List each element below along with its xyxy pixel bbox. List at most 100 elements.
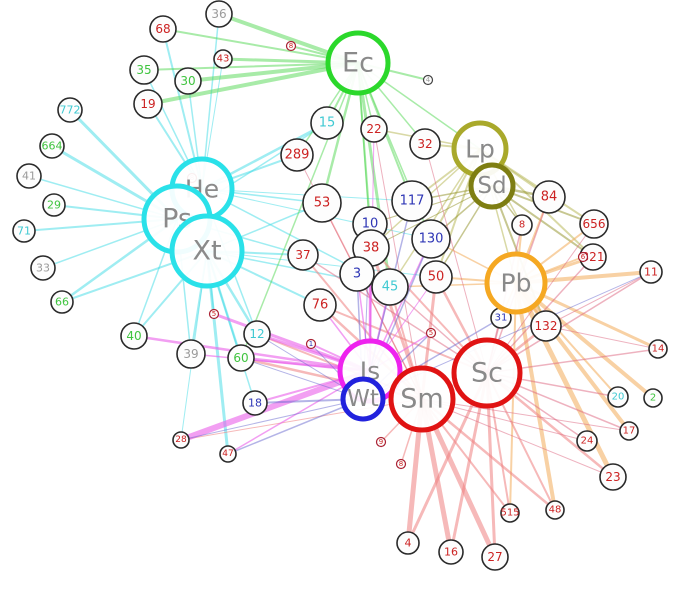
node-37[interactable]: 37	[287, 239, 319, 271]
node-t4a[interactable]: 4	[422, 74, 434, 86]
node-Ec[interactable]: Ec	[325, 30, 391, 96]
node-circle-35[interactable]	[129, 55, 159, 85]
node-33[interactable]: 33	[30, 255, 56, 281]
node-27[interactable]: 27	[481, 543, 509, 571]
node-circle-Xt[interactable]	[169, 213, 245, 289]
node-circle-Sm[interactable]	[388, 365, 456, 433]
node-47[interactable]: 47	[219, 445, 237, 463]
node-circle-23[interactable]	[599, 463, 627, 491]
node-29[interactable]: 29	[42, 193, 66, 217]
node-circle-515[interactable]	[500, 503, 520, 523]
node-circle-22[interactable]	[360, 115, 388, 143]
node-circle-t4a[interactable]	[422, 74, 434, 86]
node-circle-28[interactable]	[172, 431, 190, 449]
node-circle-12[interactable]	[243, 320, 271, 348]
node-t8a[interactable]: 8	[285, 40, 297, 52]
node-circle-t5a[interactable]	[208, 308, 220, 320]
node-circle-656[interactable]	[579, 209, 609, 239]
node-circle-53[interactable]	[302, 183, 342, 223]
node-circle-37[interactable]	[287, 239, 319, 271]
node-circle-132[interactable]	[530, 310, 562, 342]
node-656[interactable]: 656	[579, 209, 609, 239]
node-circle-11[interactable]	[639, 260, 663, 284]
node-circle-4[interactable]	[396, 531, 420, 555]
node-66[interactable]: 66	[50, 290, 74, 314]
node-664[interactable]: 664	[39, 133, 65, 159]
node-772[interactable]: 772	[57, 97, 83, 123]
node-23[interactable]: 23	[599, 463, 627, 491]
node-53[interactable]: 53	[302, 183, 342, 223]
node-32[interactable]: 32	[409, 128, 441, 160]
node-circle-30[interactable]	[174, 67, 202, 95]
node-circle-84[interactable]	[532, 180, 566, 214]
node-circle-33[interactable]	[30, 255, 56, 281]
node-circle-3[interactable]	[339, 256, 375, 292]
node-circle-29[interactable]	[42, 193, 66, 217]
node-circle-41[interactable]	[16, 163, 42, 189]
node-circle-18[interactable]	[242, 390, 268, 416]
node-circle-t9a[interactable]	[375, 436, 387, 448]
node-circle-39[interactable]	[176, 339, 206, 369]
node-71[interactable]: 71	[12, 219, 36, 243]
node-t1a[interactable]: 1	[305, 338, 317, 350]
node-circle-43[interactable]	[213, 49, 233, 69]
node-35[interactable]: 35	[129, 55, 159, 85]
node-t9a[interactable]: 9	[375, 436, 387, 448]
node-11[interactable]: 11	[639, 260, 663, 284]
node-t5b[interactable]: 5	[425, 327, 437, 339]
node-circle-Sd[interactable]	[468, 162, 516, 210]
node-circle-Wt[interactable]	[340, 376, 386, 422]
node-circle-32[interactable]	[409, 128, 441, 160]
node-circle-Sc[interactable]	[451, 337, 523, 409]
node-circle-664[interactable]	[39, 133, 65, 159]
node-40[interactable]: 40	[120, 322, 148, 350]
node-20[interactable]: 20	[607, 386, 629, 408]
node-circle-117[interactable]	[391, 180, 433, 222]
node-Sd[interactable]: Sd	[468, 162, 516, 210]
node-15[interactable]: 15	[310, 106, 344, 140]
node-4[interactable]: 4	[396, 531, 420, 555]
node-circle-t5b[interactable]	[425, 327, 437, 339]
node-50[interactable]: 50	[419, 260, 453, 294]
node-43[interactable]: 43	[213, 49, 233, 69]
node-circle-t8b[interactable]	[395, 458, 407, 470]
node-circle-66[interactable]	[50, 290, 74, 314]
node-24[interactable]: 24	[576, 430, 598, 452]
node-circle-t1a[interactable]	[305, 338, 317, 350]
node-circle-36[interactable]	[205, 0, 233, 28]
node-17[interactable]: 17	[619, 421, 639, 441]
node-117[interactable]: 117	[391, 180, 433, 222]
node-circle-t6a[interactable]	[577, 251, 589, 263]
node-28[interactable]: 28	[172, 431, 190, 449]
node-circle-24[interactable]	[576, 430, 598, 452]
node-circle-289[interactable]	[280, 138, 314, 172]
node-68[interactable]: 68	[149, 15, 177, 43]
node-289[interactable]: 289	[280, 138, 314, 172]
node-circle-772[interactable]	[57, 97, 83, 123]
node-circle-t8a[interactable]	[285, 40, 297, 52]
node-circle-16[interactable]	[438, 539, 464, 565]
node-Pb[interactable]: Pb	[484, 251, 548, 315]
node-circle-27[interactable]	[481, 543, 509, 571]
node-3[interactable]: 3	[339, 256, 375, 292]
node-circle-Ec[interactable]	[325, 30, 391, 96]
node-Sc[interactable]: Sc	[451, 337, 523, 409]
node-132[interactable]: 132	[530, 310, 562, 342]
node-30[interactable]: 30	[174, 67, 202, 95]
node-circle-47[interactable]	[219, 445, 237, 463]
node-circle-15[interactable]	[310, 106, 344, 140]
node-36[interactable]: 36	[205, 0, 233, 28]
node-22[interactable]: 22	[360, 115, 388, 143]
node-circle-8[interactable]	[511, 214, 533, 236]
node-circle-40[interactable]	[120, 322, 148, 350]
node-circle-19[interactable]	[133, 89, 163, 119]
node-circle-45[interactable]	[371, 268, 409, 306]
node-8[interactable]: 8	[511, 214, 533, 236]
node-515[interactable]: 515	[500, 503, 520, 523]
node-circle-14[interactable]	[648, 339, 668, 359]
node-circle-60[interactable]	[227, 344, 255, 372]
node-12[interactable]: 12	[243, 320, 271, 348]
node-circle-17[interactable]	[619, 421, 639, 441]
node-84[interactable]: 84	[532, 180, 566, 214]
node-16[interactable]: 16	[438, 539, 464, 565]
